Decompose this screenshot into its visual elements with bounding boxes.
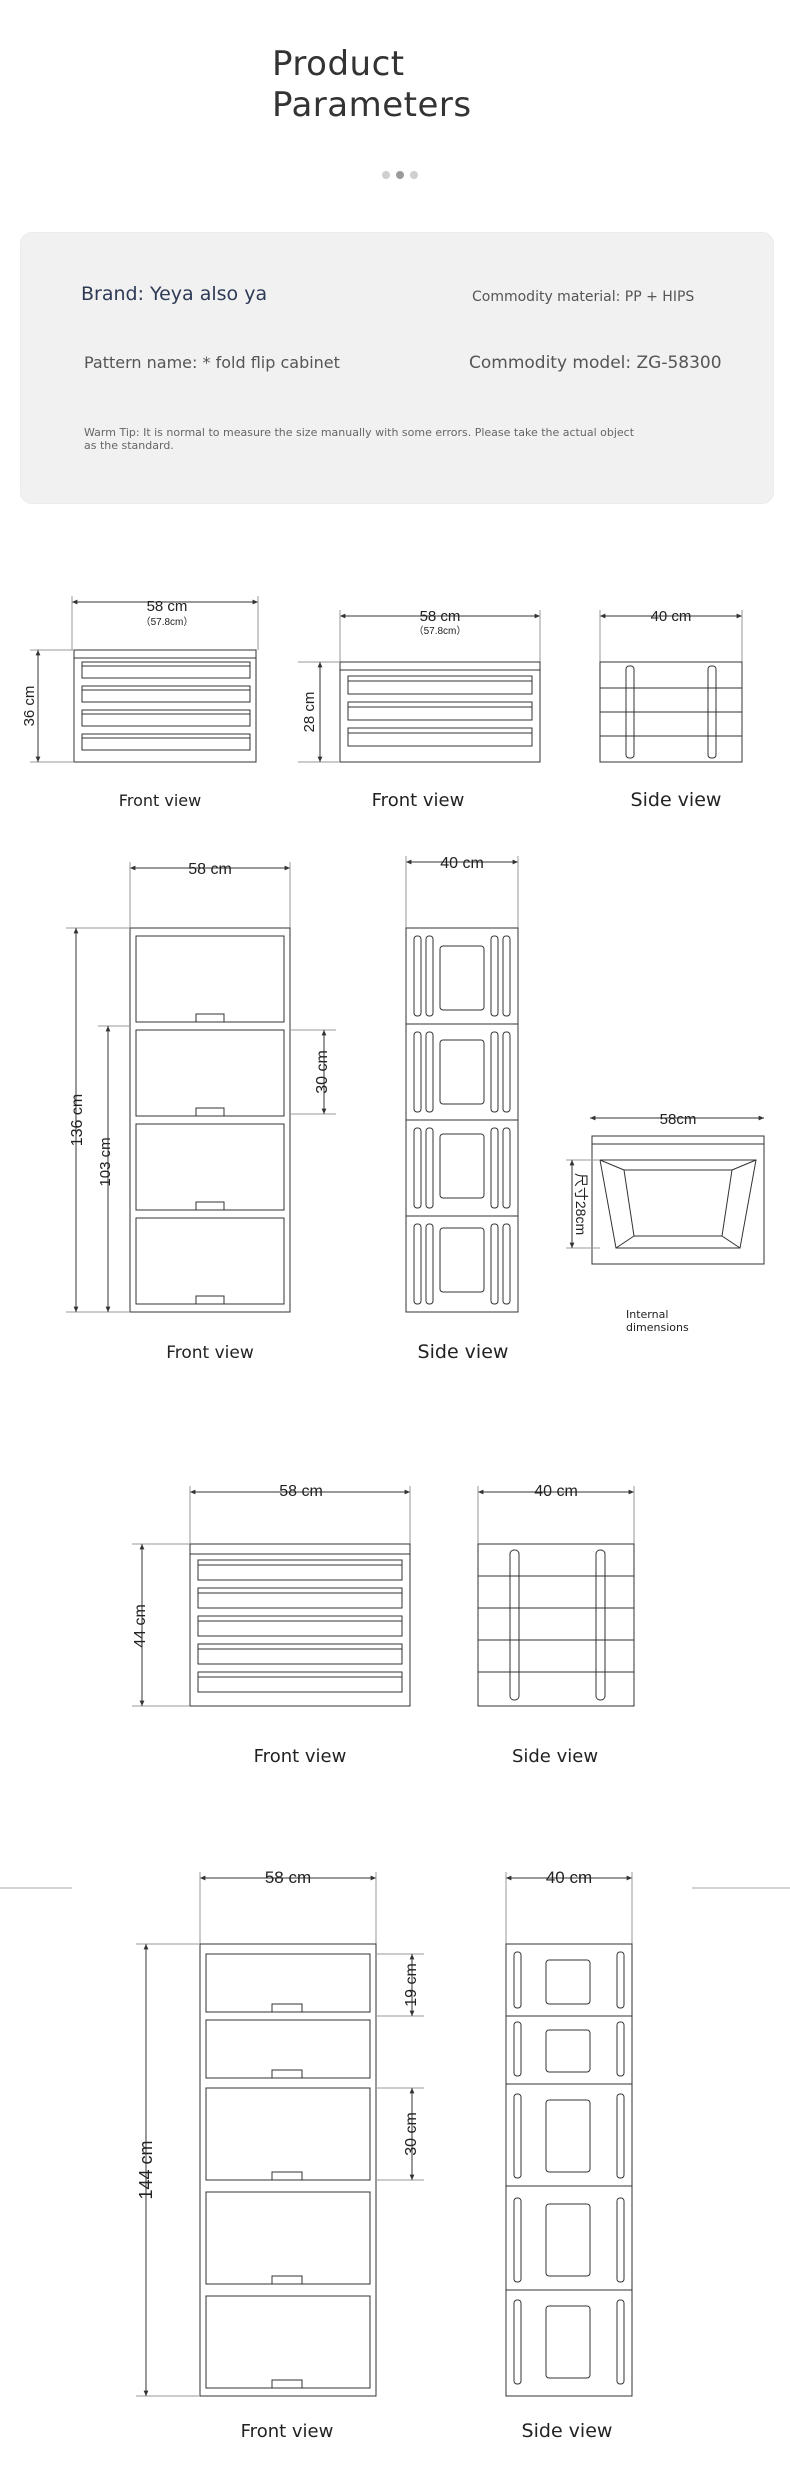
material-text: Commodity material: PP + HIPS bbox=[472, 289, 695, 305]
width-sub-label: （57.8cm） bbox=[414, 625, 467, 637]
drawer-height-label: 30 cm bbox=[403, 2112, 420, 2156]
title-line-1: Product bbox=[272, 44, 405, 84]
page-title: Product Parameters bbox=[272, 44, 472, 126]
height-label: 44 cm bbox=[132, 1604, 149, 1648]
pattern-text: Pattern name: * fold flip cabinet bbox=[84, 353, 340, 372]
internal-note: dimensions bbox=[626, 1321, 689, 1334]
width-label: 58 cm bbox=[420, 608, 461, 625]
caption-front-view: Front view bbox=[119, 791, 201, 810]
side-view-small bbox=[599, 610, 743, 763]
internal-dimension-drawing bbox=[566, 1115, 765, 1265]
width-label: 58 cm bbox=[147, 598, 188, 615]
inner-height-label: 103 cm bbox=[97, 1137, 114, 1186]
caption-side-view: Side view bbox=[418, 1341, 509, 1363]
height-label: 36 cm bbox=[21, 686, 38, 727]
front-view-3-drawer bbox=[30, 596, 259, 763]
height-label: 28 cm bbox=[301, 692, 318, 733]
warm-tip-text: Warm Tip: It is normal to measure the si… bbox=[84, 426, 635, 452]
side-view-tall-5 bbox=[505, 1872, 633, 2397]
internal-height-label: 尺寸28cm bbox=[573, 1173, 589, 1235]
caption-front-view: Front view bbox=[241, 2421, 334, 2442]
height-label: 144 cm bbox=[136, 2140, 156, 2199]
carousel-dot[interactable] bbox=[382, 171, 390, 179]
width-label: 58 cm bbox=[265, 1868, 311, 1887]
caption-side-view: Side view bbox=[522, 2420, 613, 2442]
small-drawer-height-label: 19 cm bbox=[403, 1963, 420, 2007]
brand-text: Brand: Yeya also ya bbox=[81, 283, 268, 305]
model-text: Commodity model: ZG-58300 bbox=[469, 353, 722, 373]
caption-side-view: Side view bbox=[512, 1746, 598, 1767]
width-label: 40 cm bbox=[534, 1483, 578, 1500]
width-sub-label: （57.8cm） bbox=[141, 616, 194, 628]
width-label: 58 cm bbox=[279, 1483, 323, 1500]
caption-front-view: Front view bbox=[166, 1343, 254, 1363]
drawer-height-label: 30 cm bbox=[314, 1050, 331, 1094]
width-label: 40 cm bbox=[440, 855, 484, 872]
front-view-tall-4 bbox=[66, 862, 336, 1313]
front-view-tall-5 bbox=[136, 1872, 424, 2397]
width-label: 40 cm bbox=[651, 608, 692, 625]
front-view-5-drawer bbox=[132, 1486, 411, 1707]
carousel-dot-active[interactable] bbox=[396, 171, 404, 179]
height-label: 136 cm bbox=[69, 1094, 86, 1146]
caption-front-view: Front view bbox=[372, 790, 465, 811]
title-line-2: Parameters bbox=[272, 85, 472, 125]
width-label: 58 cm bbox=[188, 861, 232, 878]
side-view-tall-4 bbox=[405, 856, 519, 1313]
side-view-5-drawer bbox=[477, 1486, 635, 1707]
carousel-dots bbox=[382, 171, 418, 179]
caption-side-view: Side view bbox=[631, 789, 722, 811]
front-view-2-drawer bbox=[298, 610, 541, 763]
carousel-dot[interactable] bbox=[410, 171, 418, 179]
internal-note: Internal bbox=[626, 1308, 668, 1321]
caption-front-view: Front view bbox=[254, 1746, 347, 1767]
parameters-panel: Brand: Yeya also ya Commodity material: … bbox=[20, 232, 774, 504]
internal-width-label: 58cm bbox=[660, 1111, 697, 1128]
width-label: 40 cm bbox=[546, 1868, 592, 1887]
